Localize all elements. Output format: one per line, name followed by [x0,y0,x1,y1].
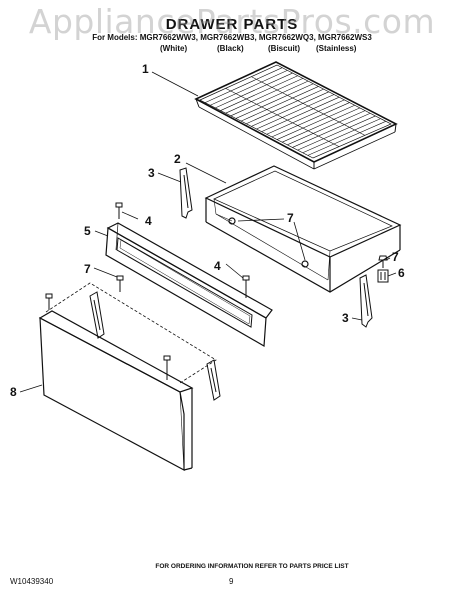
callout-7-right: 7 [392,250,399,264]
rack-wire [230,80,309,117]
drawer-slide-left [179,167,193,219]
rack-wire [215,72,293,109]
callout-8: 8 [10,385,17,399]
rack-wire [271,102,350,138]
callout-4-right: 4 [214,259,221,273]
drawer-front [38,282,217,472]
callout-5: 5 [84,224,91,238]
rack-wire [251,91,329,127]
rack-wire [287,110,366,146]
rack-wire [235,83,314,119]
oven-rack [194,61,398,170]
rack-wire [282,107,361,143]
drawer-panel [105,222,273,347]
drawer-slide-right [359,274,373,328]
rack-wire [225,78,304,114]
leader-lines [19,71,397,393]
page-title: DRAWER PARTS [165,16,299,33]
front-screw-right [163,355,171,380]
color-black: (Black) [217,44,244,53]
front-bracket-left [89,291,105,339]
rack-wire [256,94,335,130]
callout-1: 1 [142,62,149,76]
rack-wire [292,112,371,148]
models-line: For Models: MGR7662WW3, MGR7662WB3, MGR7… [92,33,372,42]
color-stainless: (Stainless) [316,44,357,53]
rack-crossbar [251,76,366,136]
rack-wire [261,96,340,132]
color-white: (White) [160,44,188,53]
rack-wire [276,104,355,140]
callout-2: 2 [174,152,181,166]
rack-wire [302,118,381,154]
document-number: W10439340 [10,577,54,586]
callout-7-left: 7 [84,262,91,276]
rack-wire [240,86,319,122]
callout-4-left: 4 [145,214,152,228]
screw-left [116,275,124,292]
rack-crossbar [225,88,340,147]
ordering-info: FOR ORDERING INFORMATION REFER TO PARTS … [155,563,349,570]
watermark: AppliancePartsPros.com [28,2,436,41]
rack-wire [205,67,283,103]
page-number: 9 [229,577,234,586]
callout-3-bottom: 3 [342,311,349,325]
rack-wire [210,70,288,106]
bolt-left [115,202,123,219]
callout-6: 6 [398,266,405,280]
rack-wire [297,115,376,151]
stop-clip [377,269,389,283]
front-screw-left [45,293,53,310]
screw-right [378,255,388,268]
drawer-tub [204,165,402,293]
front-bracket-right [206,359,221,401]
rack-wire [307,121,386,156]
rack-wire [220,75,298,111]
bolt-right [242,275,250,298]
rack-wire [246,88,324,125]
rack-wire [266,99,345,135]
callout-3-top: 3 [148,166,155,180]
color-biscuit: (Biscuit) [268,44,300,53]
callout-7-tub: 7 [287,211,294,225]
